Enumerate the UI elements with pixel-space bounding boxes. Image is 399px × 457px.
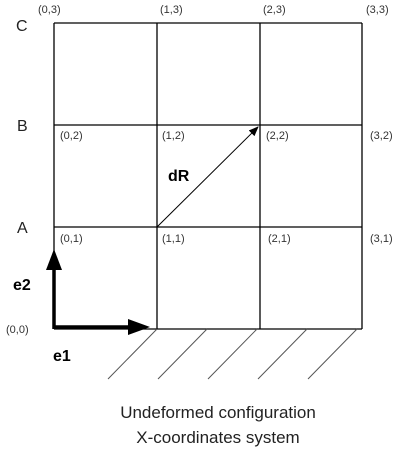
dR-vector-label: dR <box>168 168 190 185</box>
row-label-b: B <box>17 118 28 135</box>
coord-label-3-3: (3,3) <box>366 4 389 16</box>
coord-label-0-2: (0,2) <box>60 130 83 142</box>
coord-label-3-2: (3,2) <box>370 130 393 142</box>
coord-label-2-3: (2,3) <box>263 4 286 16</box>
coord-label-3-1: (3,1) <box>370 233 393 245</box>
row-label-c: C <box>16 18 28 35</box>
e2-vector-label: e2 <box>13 277 31 294</box>
caption-line-1: Undeformed configuration <box>120 403 316 422</box>
coord-label-0-3: (0,3) <box>38 4 61 16</box>
hatch-line <box>207 328 258 380</box>
hatch-line <box>257 328 308 380</box>
fixed-support-hatching <box>107 328 358 380</box>
grid <box>53 22 363 330</box>
base-vector-e1 <box>54 319 150 335</box>
hatch-line <box>107 328 158 380</box>
coord-label-0-1: (0,1) <box>60 233 83 245</box>
e1-vector-label: e1 <box>53 348 71 365</box>
dR-vector-arrow <box>156 126 259 228</box>
hatch-line <box>157 328 208 380</box>
coord-label-1-1: (1,1) <box>162 233 185 245</box>
coord-label-2-2: (2,2) <box>266 130 289 142</box>
coord-label-1-3: (1,3) <box>160 4 183 16</box>
coord-label-2-1: (2,1) <box>268 233 291 245</box>
e2-arrow-head <box>46 249 62 270</box>
hatch-line <box>307 328 358 380</box>
coord-label-origin: (0,0) <box>6 324 29 336</box>
base-vector-e2 <box>46 249 62 329</box>
caption-line-2: X-coordinates system <box>136 428 299 447</box>
e1-arrow-head <box>128 319 150 335</box>
coord-label-1-2: (1,2) <box>162 130 185 142</box>
row-label-a: A <box>17 220 28 237</box>
